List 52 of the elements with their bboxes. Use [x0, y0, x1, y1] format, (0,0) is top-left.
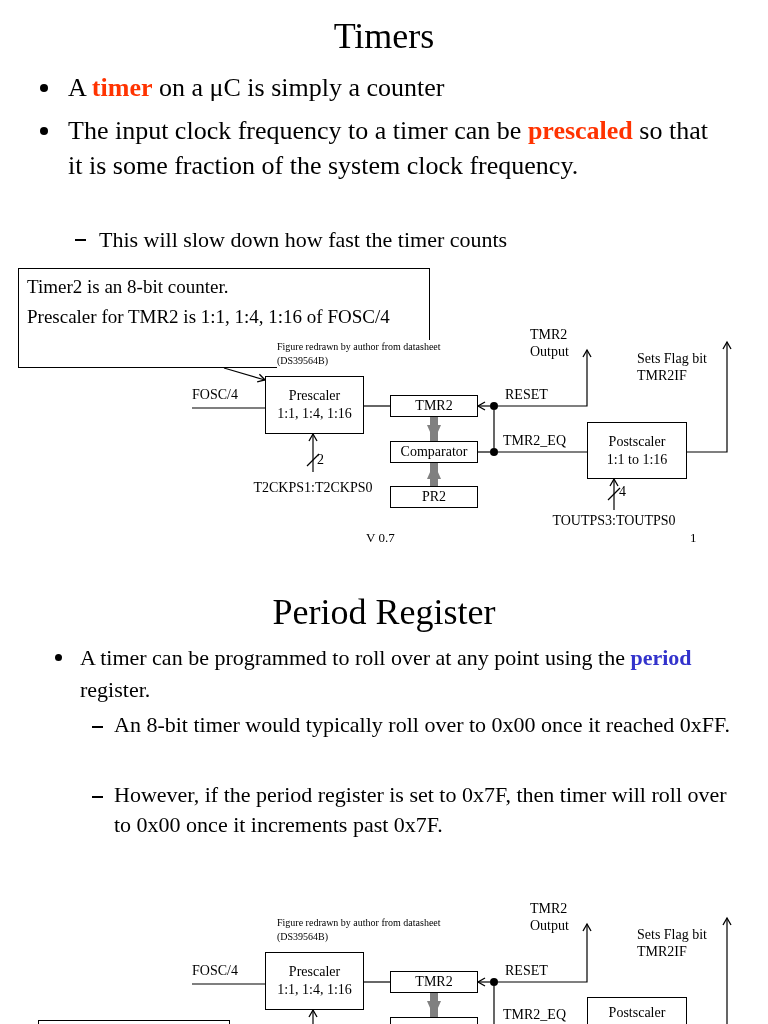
signal-line: [477, 977, 491, 987]
sub-bullet-text: An 8-bit timer would typically roll over to 0x00 once it reached 0xFF.: [114, 711, 730, 739]
block-text: Postscaler: [608, 1004, 666, 1022]
slide-title: Timers: [332, 15, 436, 58]
block-text: Prescaler: [288, 963, 341, 981]
signal-line: [191, 407, 266, 409]
comparator-block: [390, 441, 478, 463]
register-block: [390, 395, 478, 417]
block-arrow: [427, 463, 441, 486]
signal-line: [686, 341, 732, 453]
signal-line: [363, 405, 391, 407]
signal-line: [493, 409, 495, 449]
slide-title: Period Register: [271, 591, 497, 634]
block-text: TMR2: [415, 397, 453, 415]
block-text: 1:1 to 1:16: [606, 450, 668, 469]
register-block: [390, 486, 478, 508]
signal-line: [308, 433, 318, 473]
block-text: Comparator: [400, 443, 468, 461]
signal-label: TMR2_EQ: [503, 1007, 566, 1023]
block-arrow: [427, 417, 441, 441]
sub-bullet-text: However, if the period register is set to 0x7F, then timer will roll over to 0x00 once it increments past 0x7F.: [114, 781, 728, 839]
signal-label: 4: [619, 484, 626, 500]
prescaler-block: [265, 376, 364, 434]
callout-text: Prescaler for TMR2 is 1:1, 1:4, 1:16 of FOSC/4: [27, 305, 391, 329]
signal-line: [363, 981, 391, 983]
block-text: PR2: [421, 488, 447, 506]
callout-text: Timer2 is an 8-bit counter.: [27, 275, 230, 299]
footer-text: V 0.7: [366, 530, 395, 546]
block-text: Prescaler: [288, 387, 341, 405]
bullet-text: A timer can be programmed to roll over at any point using the period register.: [80, 644, 693, 704]
prescaler-block: [265, 952, 364, 1010]
bullet-text: The input clock frequency to a timer can be prescaled so that it is some fraction of the system clock frequency.: [68, 115, 709, 182]
block-arrow: [427, 993, 441, 1017]
signal-line: [477, 451, 491, 453]
postscaler-block: [587, 422, 687, 479]
signal-line: [497, 923, 592, 983]
signal-line: [477, 401, 491, 411]
signal-line: [497, 349, 592, 407]
block-text: TMR2: [415, 973, 453, 991]
block-text: 1:1, 1:4, 1:16: [277, 405, 352, 423]
footer-text: 1: [690, 530, 697, 546]
sub-bullet-text: This will slow down how fast the timer counts: [99, 226, 508, 254]
bullet-text: A timer on a μC is simply a counter: [68, 72, 445, 104]
register-block: [390, 971, 478, 993]
signal-line: [609, 478, 619, 511]
signal-line: [191, 983, 266, 985]
signal-line: [493, 985, 495, 1024]
block-text: 1:1, 1:4, 1:16: [277, 981, 352, 999]
leader-line: [223, 367, 266, 383]
block-text: Postscaler: [608, 432, 666, 451]
signal-line: [497, 451, 588, 453]
signal-line: [308, 1009, 318, 1024]
